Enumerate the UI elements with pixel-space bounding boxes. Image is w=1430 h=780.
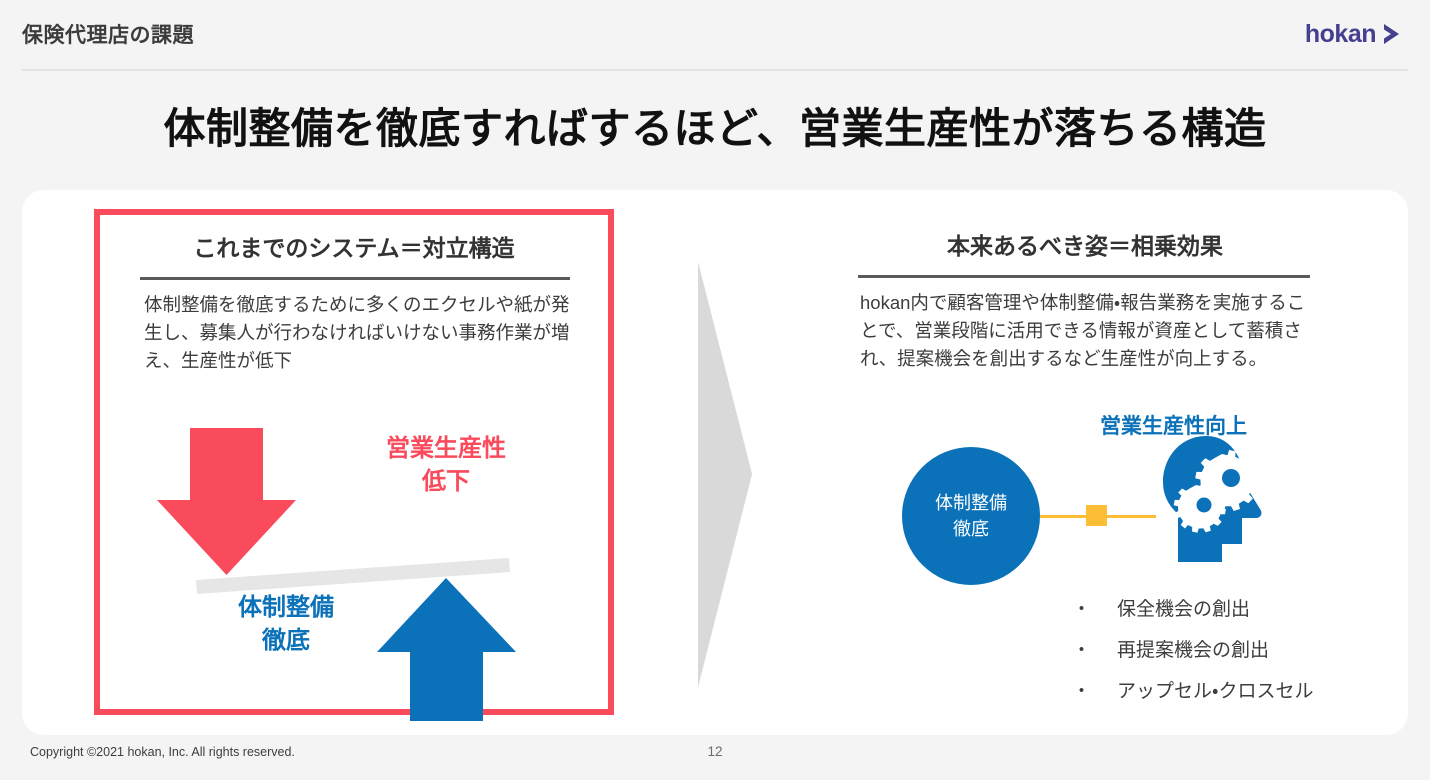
list-item-label: 保全機会の創出 (1117, 599, 1251, 620)
circle-node-label-line1: 体制整備 (935, 492, 1007, 513)
list-item-label: アップセル・クロスセル (1117, 681, 1314, 702)
connector-node-icon (1086, 505, 1107, 526)
header-title: 保険代理店の課題 (22, 24, 194, 47)
down-arrow-label: 営業生産性 低下 (366, 432, 526, 498)
right-panel-heading: 本来あるべき姿＝相乗効果 (947, 233, 1223, 259)
bullet-marker-icon: ・ (1072, 640, 1092, 661)
list-item: ・ アップセル・クロスセル (1072, 676, 1372, 703)
circle-node-compliance: 体制整備 徹底 (902, 447, 1040, 585)
slide-header: 保険代理店の課題 hokan (0, 0, 1430, 71)
left-panel-current-system: これまでのシステム＝対立構造 体制整備を徹底するために多くのエクセルや紙が発生し… (94, 209, 614, 721)
list-item-label: 再提案機会の創出 (1117, 640, 1270, 661)
right-panel-ideal-state: 本来あるべき姿＝相乗効果 hokan内で顧客管理や体制整備・報告業務を実施するこ… (850, 209, 1320, 715)
circle-node-label-line2: 徹底 (953, 519, 989, 539)
left-panel-body: 体制整備を徹底するために多くのエクセルや紙が発生し、募集人が行わなければいけない… (144, 294, 570, 372)
up-arrow-label: 体制整備 徹底 (206, 591, 366, 657)
up-arrow-label-line2: 徹底 (262, 627, 310, 655)
content-card: これまでのシステム＝対立構造 体制整備を徹底するために多くのエクセルや紙が発生し… (22, 190, 1408, 735)
synergy-diagram: 体制整備 徹底 (850, 434, 1320, 585)
down-arrow-label-line1: 営業生産性 (386, 435, 506, 462)
logo-text: hokan (1304, 19, 1377, 48)
hokan-logo: hokan (1305, 20, 1406, 48)
list-item: ・ 保全機会の創出 (1072, 594, 1372, 621)
seesaw-bar-icon (196, 558, 510, 594)
footer-copyright: Copyright ©2021 hokan, Inc. All rights r… (30, 745, 295, 759)
left-panel-divider (140, 277, 570, 280)
right-arrow-icon (698, 262, 752, 687)
down-arrow-icon (157, 428, 296, 575)
benefits-list: ・ 保全機会の創出 ・ 再提案機会の創出 ・ アップセル・クロスセル (1072, 594, 1372, 717)
up-arrow-icon (377, 578, 516, 721)
footer-page-number: 12 (707, 744, 723, 759)
bullet-marker-icon: ・ (1072, 681, 1092, 702)
connector (1040, 505, 1156, 526)
header-divider (22, 69, 1408, 71)
productivity-increase-label: 営業生産性向上 (1100, 415, 1247, 438)
left-panel-heading: これまでのシステム＝対立構造 (193, 235, 515, 261)
page-title: 体制整備を徹底すればするほど、営業生産性が落ちる構造 (163, 105, 1267, 152)
bullet-marker-icon: ・ (1072, 599, 1092, 620)
list-item: ・ 再提案機会の創出 (1072, 635, 1372, 662)
right-panel-divider (858, 275, 1310, 278)
right-panel-body: hokan内で顧客管理や体制整備・報告業務を実施することで、営業段階に活用できる… (860, 292, 1306, 370)
transition-arrow (672, 262, 762, 687)
chevron-right-icon (1378, 20, 1406, 48)
down-arrow-label-line2: 低下 (422, 468, 470, 496)
head-with-gears-icon (1160, 434, 1265, 564)
up-arrow-label-line1: 体制整備 (238, 594, 334, 621)
